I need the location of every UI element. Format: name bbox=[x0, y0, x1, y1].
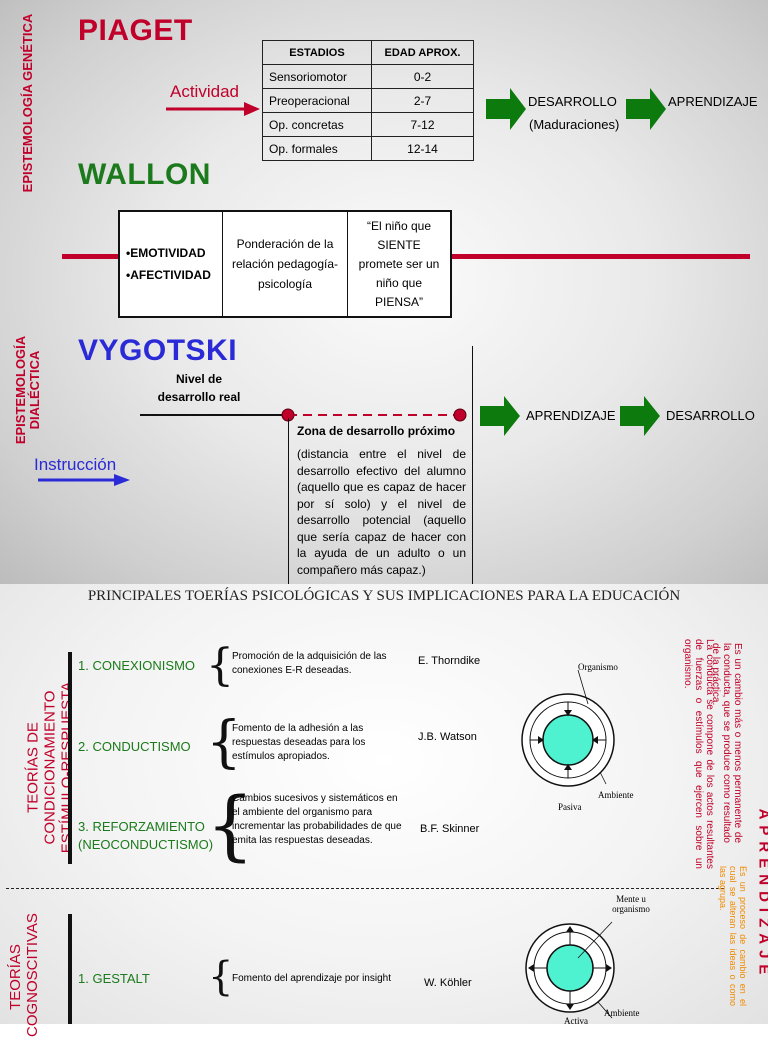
vertical-line-right bbox=[472, 346, 473, 584]
afectividad-text: •AFECTIVIDAD bbox=[126, 264, 222, 286]
zona-box: Zona de desarrollo próximo (distancia en… bbox=[288, 418, 472, 584]
aprendizaje-label: APRENDIZAJE bbox=[668, 94, 758, 109]
wallon-box: •EMOTIVIDAD •AFECTIVIDAD Ponderación de … bbox=[118, 210, 452, 318]
theory-author: J.B. Watson bbox=[418, 731, 477, 743]
vygotski-title: VYGOTSKI bbox=[78, 334, 237, 368]
nivel-line bbox=[140, 414, 288, 416]
desarrollo-label-v: DESARROLLO bbox=[666, 408, 755, 423]
theory-name: 1. GESTALT bbox=[78, 971, 150, 986]
theory-author: B.F. Skinner bbox=[420, 823, 479, 835]
maduraciones-label: (Maduraciones) bbox=[529, 117, 619, 132]
ambiente-label-2: Ambiente bbox=[604, 1008, 640, 1018]
mente-label: Mente u organismo bbox=[606, 894, 656, 914]
theory-desc: Fomento de la adhesión a las respuestas … bbox=[232, 722, 382, 764]
brace-icon: { bbox=[208, 954, 233, 1000]
side-label-genetica: EPISTEMOLOGÍA GENÉTICA bbox=[21, 13, 35, 193]
green-arrow-icon bbox=[486, 88, 526, 130]
nivel-label: Nivel de desarrollo real bbox=[146, 370, 252, 406]
zona-title: Zona de desarrollo próximo bbox=[297, 424, 466, 438]
theory-name: 3. REFORZAMIENTO (NEOCONDUCTISMO) bbox=[78, 818, 218, 854]
theory-name: 1. CONEXIONISMO bbox=[78, 658, 195, 673]
orange-definition: Es un proceso de cambio en el cual se al… bbox=[704, 866, 748, 1006]
organismo-label: Organismo bbox=[578, 662, 618, 672]
theory-author: W. Köhler bbox=[424, 977, 472, 989]
table-cell: Op. formales bbox=[263, 137, 372, 161]
side-label-dialectica: EPISTEMOLOGÍA DIALÉCTICA bbox=[14, 300, 42, 480]
pasiva-label: Pasiva bbox=[558, 802, 582, 812]
ponderacion-text: Ponderación de la relación pedagogía-psi… bbox=[227, 234, 343, 294]
wallon-cell-3: “El niño que SIENTE promete ser un niño … bbox=[348, 212, 450, 316]
theory-desc: Promoción de la adquisición de las conex… bbox=[232, 650, 392, 678]
red-definition-2: La conducta se compone de los actos resu… bbox=[663, 639, 715, 869]
wallon-title: WALLON bbox=[78, 158, 211, 192]
table-cell: Sensoriomotor bbox=[263, 65, 372, 89]
table-cell: Preoperacional bbox=[263, 89, 372, 113]
separator-dashed bbox=[6, 888, 724, 889]
black-bar-1 bbox=[68, 652, 72, 864]
table-cell: Op. concretas bbox=[263, 113, 372, 137]
quote-text: “El niño que SIENTE promete ser un niño … bbox=[356, 217, 442, 312]
organismo-diagram-pasiva bbox=[518, 660, 668, 820]
ambiente-label: Ambiente bbox=[598, 790, 634, 800]
theory-desc: Cambios sucesivos y sistemáticos en el a… bbox=[232, 792, 404, 848]
desarrollo-label: DESARROLLO bbox=[528, 94, 617, 109]
table-cell: 7-12 bbox=[372, 113, 474, 137]
zona-text: (distancia entre el nivel de desarrollo … bbox=[297, 446, 466, 578]
bottom-panel: PRINCIPALES TOERÍAS PSICOLÓGICAS Y SUS I… bbox=[0, 584, 768, 1024]
piaget-title: PIAGET bbox=[78, 14, 193, 48]
actividad-label: Actividad bbox=[170, 82, 239, 102]
green-arrow-icon bbox=[626, 88, 666, 130]
table-cell: 12-14 bbox=[372, 137, 474, 161]
table-cell: 2-7 bbox=[372, 89, 474, 113]
green-arrow-icon bbox=[620, 396, 660, 436]
brace-icon: { bbox=[206, 640, 234, 691]
theory-desc: Fomento del aprendizaje por insight bbox=[232, 972, 402, 986]
table-header: ESTADIOS bbox=[263, 41, 372, 65]
emotividad-text: •EMOTIVIDAD bbox=[126, 242, 222, 264]
activa-label: Activa bbox=[564, 1016, 588, 1026]
bottom-title: PRINCIPALES TOERÍAS PSICOLÓGICAS Y SUS I… bbox=[0, 588, 768, 605]
black-bar-2 bbox=[68, 914, 72, 1024]
top-panel: EPISTEMOLOGÍA GENÉTICA EPISTEMOLOGÍA DIA… bbox=[0, 0, 768, 584]
wallon-cell-1: •EMOTIVIDAD •AFECTIVIDAD bbox=[120, 212, 223, 316]
table-header: EDAD APROX. bbox=[372, 41, 474, 65]
aprendizaje-vertical-label: APRENDIZAJE bbox=[756, 805, 768, 985]
green-arrow-icon bbox=[480, 396, 520, 436]
wallon-cell-2: Ponderación de la relación pedagogía-psi… bbox=[223, 212, 348, 316]
side-label-cognoscitivas: TEORÍAS COGNOSCITIVAS bbox=[7, 917, 41, 1037]
actividad-arrow bbox=[166, 100, 260, 118]
aprendizaje-label-v: APRENDIZAJE bbox=[526, 408, 616, 423]
instruccion-arrow bbox=[38, 472, 130, 488]
theory-author: E. Thorndike bbox=[418, 655, 480, 667]
table-cell: 0-2 bbox=[372, 65, 474, 89]
theory-name: 2. CONDUCTISMO bbox=[78, 739, 191, 754]
